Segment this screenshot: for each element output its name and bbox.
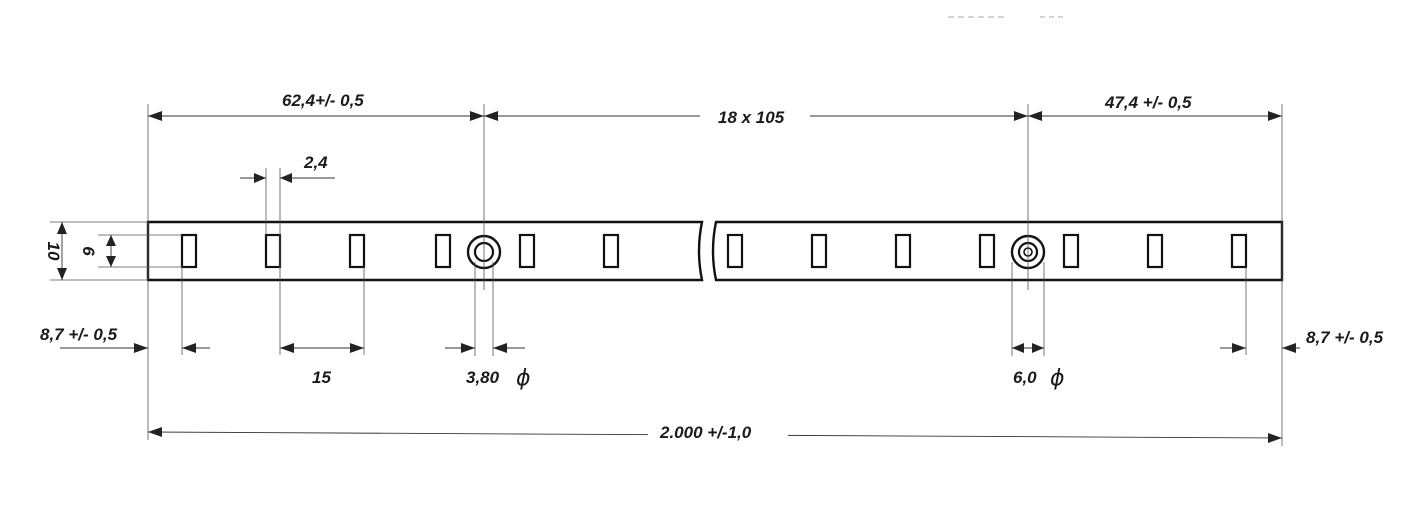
dimension-total <box>147 420 1283 444</box>
slot <box>1230 233 1248 269</box>
slot <box>434 233 452 269</box>
slot <box>726 233 744 269</box>
label-pitch-count: 18 x 105 <box>718 108 785 127</box>
slot <box>180 233 198 269</box>
dimension-top <box>148 104 1282 126</box>
strip-right-segment <box>711 220 1284 282</box>
dimension-height <box>57 222 116 280</box>
slot <box>1062 233 1080 269</box>
label-right-offset: 47,4 +/- 0,5 <box>1104 93 1192 112</box>
label-hole-large: 6,0 <box>1013 368 1037 387</box>
label-height-slot: 6 <box>79 246 98 256</box>
slot <box>264 233 282 269</box>
label-total-length: 2.000 +/-1,0 <box>659 423 752 442</box>
strip-left-segment <box>146 220 704 282</box>
label-end-right: 8,7 +/- 0,5 <box>1306 328 1384 347</box>
slot <box>978 233 996 269</box>
slot <box>810 233 828 269</box>
diameter-symbol-large: ϕ <box>1050 366 1065 391</box>
label-end-left: 8,7 +/- 0,5 <box>40 325 118 344</box>
slot <box>518 233 536 269</box>
dimension-slot-width <box>240 173 335 183</box>
slots <box>180 233 1248 269</box>
slot <box>894 233 912 269</box>
label-slot-width: 2,4 <box>303 153 328 172</box>
label-hole-small: 3,80 <box>466 368 500 387</box>
slot <box>602 233 620 269</box>
dimension-bottom-row <box>60 343 1300 353</box>
diameter-symbol-small: ϕ <box>516 366 531 391</box>
extension-lines <box>50 104 1283 446</box>
strip-body <box>146 220 1284 282</box>
label-height-outer: 10 <box>44 242 63 261</box>
slot <box>348 233 366 269</box>
label-slot-pitch: 15 <box>312 368 331 387</box>
label-left-offset: 62,4+/- 0,5 <box>282 91 364 110</box>
slot <box>1146 233 1164 269</box>
